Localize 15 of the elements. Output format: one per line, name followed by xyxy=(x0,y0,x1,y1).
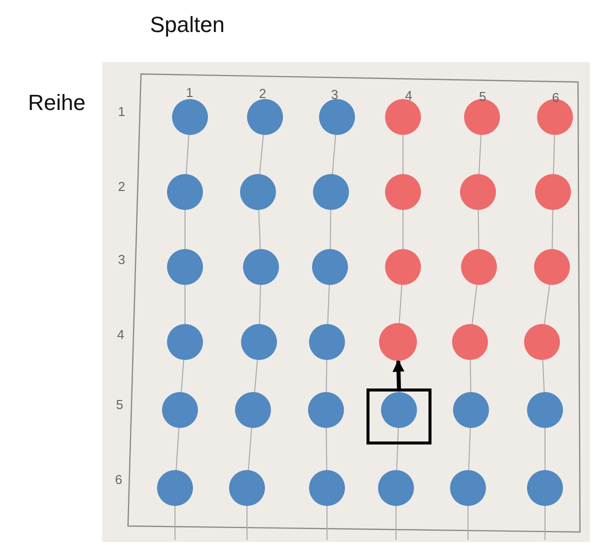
dot xyxy=(379,323,417,361)
column-number: 4 xyxy=(405,89,412,102)
arrow xyxy=(392,360,405,390)
row-number: 3 xyxy=(118,253,126,266)
row-number: 4 xyxy=(117,328,124,341)
axis-title: Spalten xyxy=(150,14,225,36)
row-number: 6 xyxy=(115,473,122,486)
column-number: 1 xyxy=(186,86,194,99)
column-number: 3 xyxy=(331,88,338,101)
axis-title: Reihe xyxy=(28,92,86,114)
highlight-box xyxy=(366,388,432,444)
row-number: 2 xyxy=(118,180,126,193)
column-number: 2 xyxy=(259,87,266,100)
row-number: 5 xyxy=(116,398,124,411)
row-number: 1 xyxy=(118,105,126,118)
